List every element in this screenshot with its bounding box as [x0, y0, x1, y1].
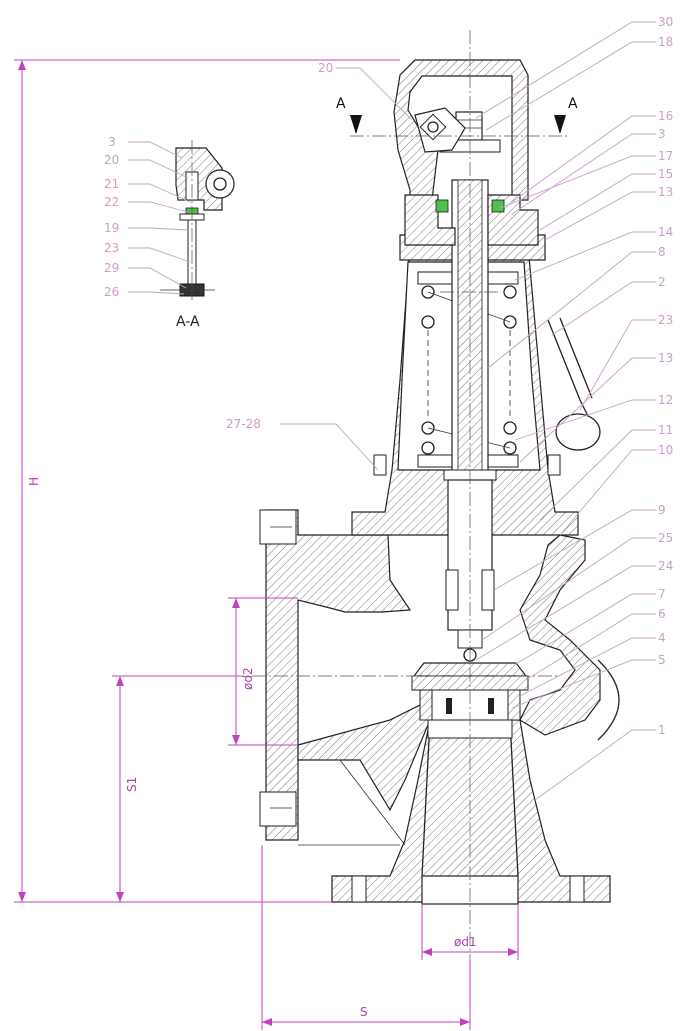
left-callouts: 20 27-28: [226, 61, 413, 471]
label-7: 7: [658, 587, 666, 601]
detail-label-3: 3: [108, 135, 116, 149]
right-callouts: 30 18 16 3 17 15 13 14 8 2 23 13 12 11 1…: [475, 15, 673, 801]
center-lines: [230, 30, 560, 1020]
label-14: 14: [658, 225, 673, 239]
label-25: 25: [658, 531, 673, 545]
label-24: 24: [658, 559, 673, 573]
label-11: 11: [658, 423, 673, 437]
detail-label-21: 21: [104, 177, 119, 191]
label-16: 16: [658, 109, 673, 123]
section-marker-left: A: [336, 96, 346, 112]
label-13-lower: 13: [658, 351, 673, 365]
dim-offset: S: [360, 1005, 368, 1019]
detail-label-26: 26: [104, 285, 119, 299]
detail-section-aa: A-A: [160, 140, 235, 330]
label-27-28: 27-28: [226, 417, 261, 431]
label-20-main: 20: [318, 61, 333, 75]
dim-outlet-height: S1: [125, 777, 139, 792]
label-10: 10: [658, 443, 673, 457]
dimensions: H S1 ød2 ød1 S: [14, 59, 519, 1030]
valve-body: [259, 509, 620, 905]
section-markers: A A: [336, 96, 578, 137]
detail-caption: A-A: [176, 314, 200, 330]
section-marker-right: A: [568, 96, 578, 112]
label-8: 8: [658, 245, 666, 259]
detail-label-29: 29: [104, 261, 119, 275]
label-1: 1: [658, 723, 666, 737]
detail-callouts: 3 20 21 22 19 23 29 26: [104, 135, 191, 299]
label-9: 9: [658, 503, 666, 517]
label-15: 15: [658, 167, 673, 181]
label-12: 12: [658, 393, 673, 407]
detail-label-20: 20: [104, 153, 119, 167]
label-3: 3: [658, 127, 666, 141]
dim-outlet-diameter: ød2: [241, 667, 255, 690]
label-13: 13: [658, 185, 673, 199]
detail-label-22: 22: [104, 195, 119, 209]
label-23: 23: [658, 313, 673, 327]
label-17: 17: [658, 149, 673, 163]
detail-label-19: 19: [104, 221, 119, 235]
label-30: 30: [658, 15, 673, 29]
detail-label-23: 23: [104, 241, 119, 255]
dim-inlet-diameter: ød1: [454, 935, 477, 949]
label-18: 18: [658, 35, 673, 49]
label-2: 2: [658, 275, 666, 289]
dim-height: H: [27, 477, 41, 486]
label-4: 4: [658, 631, 666, 645]
test-lever: [547, 317, 601, 451]
label-6: 6: [658, 607, 666, 621]
label-5: 5: [658, 653, 666, 667]
